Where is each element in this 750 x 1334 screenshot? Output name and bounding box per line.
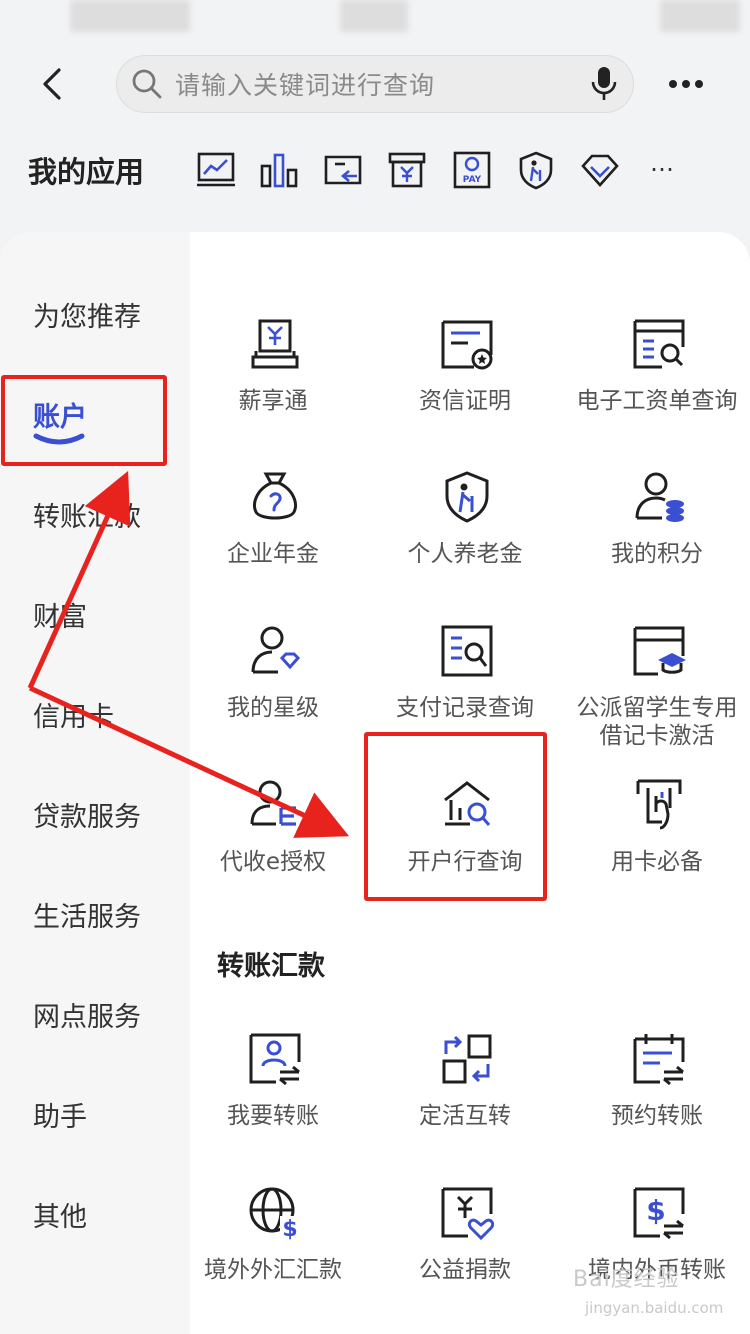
grid-item-label: 电子工资单查询 xyxy=(576,388,738,414)
user-transfer-icon xyxy=(249,1033,301,1086)
search-bar[interactable]: 请输入关键词进行查询 xyxy=(116,55,634,113)
blurred-status-left xyxy=(70,0,190,32)
grid-item-salary[interactable]: 薪享通 xyxy=(178,317,368,457)
more-apps-button[interactable]: … xyxy=(650,149,674,177)
grid-item-label: 代收e授权 xyxy=(219,849,327,875)
blurred-status-right xyxy=(660,0,740,32)
watermark-text: Bai度经验 xyxy=(573,1267,680,1292)
my-apps-bar: 我的应用 PAY … xyxy=(0,135,750,205)
back-button[interactable] xyxy=(28,60,76,108)
grid-item-label: 境内外币转账 xyxy=(588,1257,726,1283)
microphone-icon[interactable] xyxy=(589,65,619,103)
grid-item-deposit-swap[interactable]: 定活互转 xyxy=(370,1032,560,1172)
grid-item-label: 薪享通 xyxy=(238,388,308,414)
sidebar-item-account[interactable]: 账户 xyxy=(33,402,87,433)
grid-item-card-essentials[interactable]: 用卡必备 xyxy=(562,778,750,918)
grid-item-charity-donation[interactable]: 公益捐款 xyxy=(370,1186,560,1326)
student-card-icon xyxy=(633,626,686,676)
sidebar-item-life-services[interactable]: 生活服务 xyxy=(33,902,141,933)
grid-item-my-star-level[interactable]: 我的星级 xyxy=(178,624,368,764)
arrow-to-bank-lookup xyxy=(28,685,350,838)
deposit-swap-icon xyxy=(442,1034,492,1084)
sidebar-item-branch-services[interactable]: 网点服务 xyxy=(33,1002,141,1033)
user-diamond-icon xyxy=(251,626,301,674)
highlight-box-account xyxy=(1,375,167,466)
grid-item-label: 我要转账 xyxy=(227,1103,319,1129)
more-options-button[interactable] xyxy=(662,60,710,108)
grid-item-label: 预约转账 xyxy=(611,1103,703,1129)
grid-item-label: 公益捐款 xyxy=(419,1257,511,1283)
top-bar: 请输入关键词进行查询 xyxy=(0,50,750,120)
watermark: Bai度经验 jingyan.baidu.com xyxy=(573,1255,743,1325)
bank-search-icon xyxy=(444,781,491,826)
grid-item-overseas-remittance[interactable]: $ 境外外汇汇款 xyxy=(178,1186,368,1326)
chevron-left-icon xyxy=(43,68,61,100)
transfer-card-icon[interactable] xyxy=(322,149,364,191)
my-apps-title: 我的应用 xyxy=(28,155,145,189)
dollar-transfer-icon: $ xyxy=(633,1187,685,1240)
sidebar-item-assistant[interactable]: 助手 xyxy=(33,1102,87,1133)
status-bar xyxy=(0,0,750,40)
pay-icon[interactable]: PAY xyxy=(451,149,493,191)
pension-shield-icon[interactable] xyxy=(515,149,557,191)
globe-dollar-icon: $ xyxy=(249,1187,300,1240)
grid-item-label: 支付记录查询 xyxy=(396,695,534,721)
grid-item-payment-records[interactable]: 支付记录查询 xyxy=(370,624,560,764)
grid-item-student-card-activation[interactable]: 公派留学生专用 借记卡激活 xyxy=(562,624,750,764)
salary-terminal-icon xyxy=(251,319,299,369)
highlight-box-bank-lookup xyxy=(364,732,547,901)
trend-chart-icon[interactable] xyxy=(195,149,237,191)
pension-shield-icon xyxy=(445,471,489,523)
search-input[interactable]: 请输入关键词进行查询 xyxy=(175,71,436,100)
scheduled-transfer-icon xyxy=(633,1034,685,1086)
sidebar-item-loan[interactable]: 贷款服务 xyxy=(33,802,141,833)
payslip-search-icon xyxy=(633,319,685,369)
card-touch-icon xyxy=(636,779,682,830)
grid-item-label: 我的积分 xyxy=(611,541,703,567)
sidebar-item-recommended[interactable]: 为您推荐 xyxy=(33,302,141,333)
svg-text:$: $ xyxy=(646,1194,665,1227)
grid-item-scheduled-transfer[interactable]: 预约转账 xyxy=(562,1032,750,1172)
blurred-status-center xyxy=(340,0,408,32)
grid-item-label: 个人养老金 xyxy=(407,541,523,567)
svg-text:PAY: PAY xyxy=(463,175,482,185)
service-panel: 为您推荐 账户 转账汇款 财富 信用卡 贷款服务 生活服务 网点服务 助手 其他… xyxy=(0,232,750,1334)
grid-item-label: 用卡必备 xyxy=(611,849,703,875)
grid-item-enterprise-annuity[interactable]: 企业年金 xyxy=(178,470,368,610)
money-bag-icon xyxy=(253,472,297,520)
grid-item-bank-branch-lookup[interactable]: 开户行查询 xyxy=(370,778,560,918)
grid-item-my-points[interactable]: 我的积分 xyxy=(562,470,750,610)
grid-item-transfer[interactable]: 我要转账 xyxy=(178,1032,368,1172)
grid-item-label: 资信证明 xyxy=(419,388,511,414)
active-tab-indicator xyxy=(33,433,85,445)
grid-item-payslip[interactable]: 电子工资单查询 xyxy=(562,317,750,457)
arrow-to-account-tab xyxy=(27,470,131,690)
search-icon xyxy=(132,69,162,99)
grid-item-label: 公派留学生专用 借记卡激活 xyxy=(576,695,738,749)
diamond-icon[interactable] xyxy=(579,149,621,191)
more-dots-icon xyxy=(669,80,703,88)
grid-item-label: 开户行查询 xyxy=(407,849,523,875)
credit-certificate-icon xyxy=(441,320,493,370)
payment-record-search-icon xyxy=(441,625,493,677)
grid-item-label: 企业年金 xyxy=(227,541,319,567)
grid-item-label: 境外外汇汇款 xyxy=(204,1257,342,1283)
charity-icon xyxy=(441,1187,494,1240)
category-sidebar: 为您推荐 账户 转账汇款 财富 信用卡 贷款服务 生活服务 网点服务 助手 其他 xyxy=(0,232,190,1334)
grid-item-domestic-fx-transfer[interactable]: $ 境内外币转账 xyxy=(562,1186,750,1326)
user-coins-icon xyxy=(635,472,684,522)
grid-item-label: 我的星级 xyxy=(227,695,319,721)
grid-item-label: 定活互转 xyxy=(419,1103,511,1129)
grid-item-personal-pension[interactable]: 个人养老金 xyxy=(370,470,560,610)
grid-item-credit-certificate[interactable]: 资信证明 xyxy=(370,317,560,457)
yuan-box-icon[interactable] xyxy=(386,149,428,191)
watermark-sub: jingyan.baidu.com xyxy=(585,1299,724,1317)
section-title-transfer: 转账汇款 xyxy=(217,951,325,982)
bar-chart-icon[interactable] xyxy=(258,149,300,191)
sidebar-item-other[interactable]: 其他 xyxy=(33,1202,87,1233)
svg-text:$: $ xyxy=(282,1217,297,1240)
